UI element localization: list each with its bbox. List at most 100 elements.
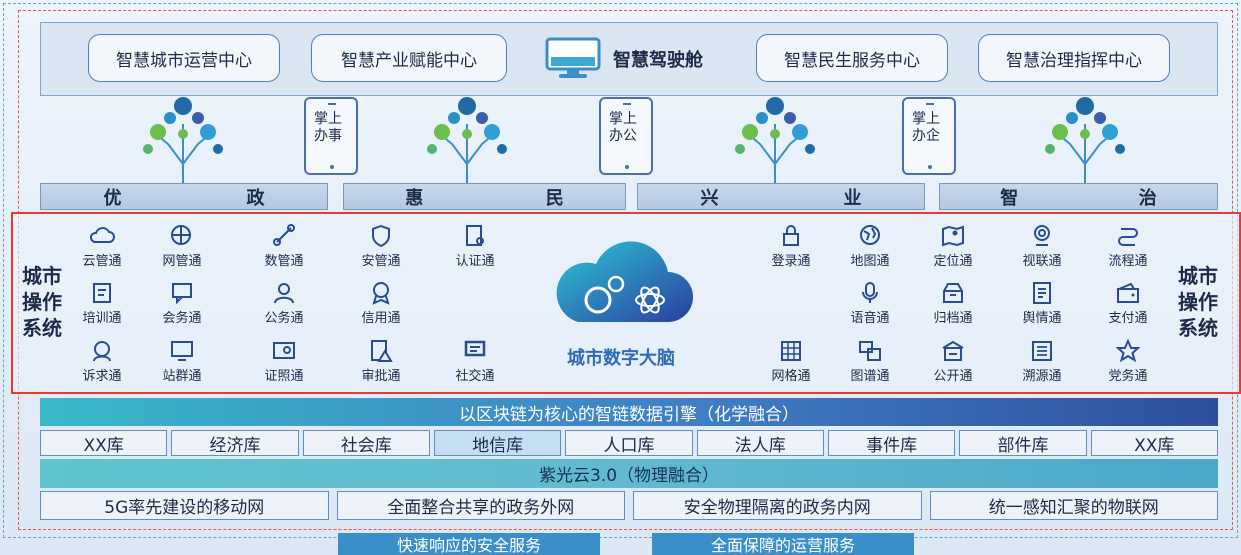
library-item[interactable]: XX库	[40, 430, 168, 456]
flow-icon	[1115, 224, 1141, 248]
category-char: 治	[1138, 187, 1157, 209]
certificate-icon	[462, 224, 488, 248]
service-public-opinion[interactable]: 舆情通	[1010, 281, 1074, 326]
monitor-icon	[545, 37, 601, 78]
service-label: 会务通	[162, 311, 202, 326]
category-industry: 兴 业	[637, 183, 925, 210]
service-map[interactable]: 地图通	[838, 224, 902, 269]
center-governance[interactable]: 智慧治理指挥中心	[978, 34, 1170, 82]
tree-icon	[735, 97, 815, 189]
globe-icon	[169, 224, 195, 248]
service-label: 流程通	[1108, 254, 1148, 269]
city-brain[interactable]	[548, 222, 698, 372]
service-label: 定位通	[933, 254, 973, 269]
network-item[interactable]: 全面整合共享的政务外网	[336, 491, 625, 520]
service-approval[interactable]: 审批通	[349, 339, 413, 384]
service-security-mgmt[interactable]: 安管通	[349, 224, 413, 269]
service-label: 社交通	[455, 369, 495, 384]
service-auth[interactable]: 认证通	[443, 224, 507, 269]
service-label: 视联通	[1022, 254, 1062, 269]
service-label: 站群通	[162, 369, 202, 384]
user-icon	[271, 281, 297, 305]
network-item[interactable]: 安全物理隔离的政务内网	[633, 491, 922, 520]
center-industry[interactable]: 智慧产业赋能中心	[311, 34, 507, 82]
service-label: 公务通	[264, 311, 304, 326]
tablet-line: 掌上	[609, 111, 637, 127]
service-location[interactable]: 定位通	[921, 224, 985, 269]
tablet-service[interactable]: 掌上 办事	[304, 97, 358, 175]
os-side-line: 系统	[22, 316, 62, 340]
network-item[interactable]: 统一感知汇聚的物联网	[929, 491, 1218, 520]
category-char: 智	[1000, 187, 1019, 209]
tablet-line: 掌上	[912, 111, 940, 127]
os-side-line: 城市	[1178, 264, 1218, 288]
library-item[interactable]: 人口库	[565, 430, 693, 456]
service-training[interactable]: 培训通	[70, 281, 134, 326]
library-item[interactable]: XX库	[1090, 430, 1218, 456]
category-char: 政	[246, 187, 265, 209]
map-pin-icon	[940, 224, 966, 248]
library-item[interactable]: 社会库	[302, 430, 430, 456]
category-gov: 优 政	[40, 183, 328, 210]
service-party-affairs[interactable]: 党务通	[1096, 338, 1160, 384]
service-payment[interactable]: 支付通	[1096, 281, 1160, 326]
service-grid[interactable]: 网格通	[759, 339, 823, 384]
cockpit[interactable]: 智慧驾驶舱	[545, 35, 745, 83]
camera-icon	[1029, 224, 1055, 248]
library-item[interactable]: 部件库	[959, 430, 1087, 456]
service-label: 认证通	[455, 254, 495, 269]
service-meeting[interactable]: 会务通	[150, 281, 214, 326]
network-item[interactable]: 5G率先建设的移动网	[40, 491, 329, 520]
shield-icon	[368, 224, 394, 248]
service-appeal[interactable]: 诉求通	[70, 339, 134, 384]
service-archive[interactable]: 归档通	[921, 281, 985, 326]
os-side-left: 城市 操作 系统	[20, 263, 64, 341]
building-icon	[940, 339, 966, 363]
wallet-icon	[1115, 281, 1141, 305]
service-traceability[interactable]: 溯源通	[1010, 339, 1074, 384]
tablet-line: 掌上	[314, 111, 342, 127]
service-workflow[interactable]: 流程通	[1096, 224, 1160, 269]
library-item[interactable]: 经济库	[171, 430, 299, 456]
library-item[interactable]: 地信库	[433, 430, 562, 456]
service-login[interactable]: 登录通	[759, 224, 823, 269]
trace-icon	[1029, 339, 1055, 363]
service-site-cluster[interactable]: 站群通	[150, 339, 214, 384]
tree-icon	[427, 97, 507, 189]
service-disclosure[interactable]: 公开通	[921, 339, 985, 384]
service-video[interactable]: 视联通	[1010, 224, 1074, 269]
os-side-line: 操作	[1178, 290, 1218, 314]
service-license[interactable]: 证照通	[252, 339, 316, 384]
service-graph[interactable]: 图谱通	[838, 339, 902, 384]
library-item[interactable]: 法人库	[696, 430, 824, 456]
chat-icon	[169, 281, 195, 305]
category-char: 惠	[405, 187, 424, 209]
tree-icon	[1045, 97, 1125, 189]
service-cloud-mgmt[interactable]: 云管通	[70, 224, 134, 269]
id-card-icon	[271, 339, 297, 363]
tablet-line: 办事	[314, 128, 342, 144]
tablet-office[interactable]: 掌上 办公	[599, 97, 653, 175]
headset-icon	[89, 339, 115, 363]
service-credit[interactable]: 信用通	[349, 281, 413, 326]
tablet-enterprise[interactable]: 掌上 办企	[902, 97, 956, 175]
document-icon	[1029, 281, 1055, 305]
cloud-brain-icon	[556, 241, 693, 322]
service-label: 安管通	[361, 254, 401, 269]
service-network-mgmt[interactable]: 网管通	[150, 224, 214, 269]
cockpit-label: 智慧驾驶舱	[613, 50, 703, 71]
brain-label: 城市数字大脑	[567, 348, 675, 369]
center-city-ops[interactable]: 智慧城市运营中心	[88, 34, 280, 82]
link-icon	[271, 224, 297, 248]
grid-icon	[778, 339, 804, 363]
os-side-line: 操作	[22, 290, 62, 314]
center-livelihood[interactable]: 智慧民生服务中心	[756, 34, 948, 82]
service-voice[interactable]: 语音通	[838, 281, 902, 326]
service-label: 培训通	[82, 311, 122, 326]
tree-icon	[143, 97, 223, 189]
service-data-mgmt[interactable]: 数管通	[252, 224, 316, 269]
service-official[interactable]: 公务通	[252, 281, 316, 326]
badge-icon	[368, 281, 394, 305]
library-item[interactable]: 事件库	[827, 430, 956, 456]
service-social[interactable]: 社交通	[443, 339, 507, 384]
